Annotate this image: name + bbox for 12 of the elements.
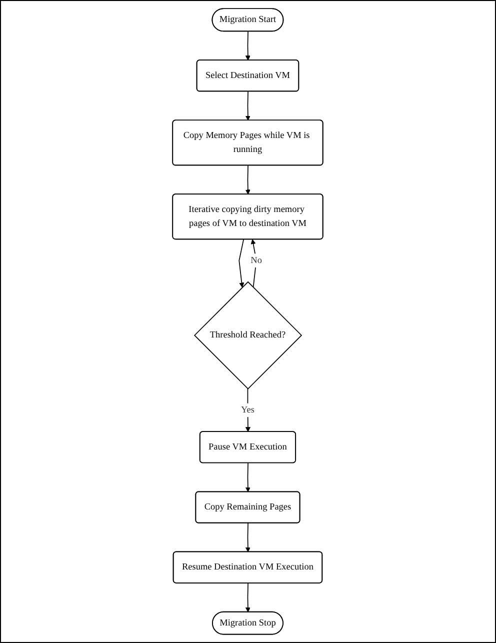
arrow <box>251 239 258 288</box>
node-diamond: Threshold Reached? <box>194 281 302 390</box>
arrow <box>246 91 251 121</box>
arrow <box>246 462 251 492</box>
arrow <box>246 522 251 552</box>
arrow <box>246 388 251 432</box>
arrow <box>246 165 251 195</box>
edge-label: Yes <box>241 404 255 415</box>
arrow <box>246 582 251 612</box>
arrow <box>246 31 251 61</box>
arrow <box>238 239 244 288</box>
edge-label: No <box>250 255 262 266</box>
